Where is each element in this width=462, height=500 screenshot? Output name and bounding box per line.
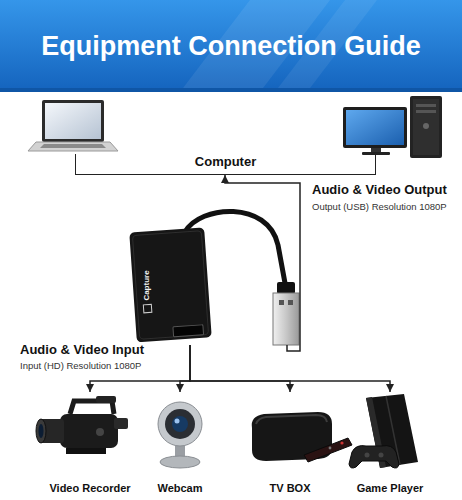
laptop-icon xyxy=(28,100,118,151)
resolution-note: Input (HD) Resolution 1080P xyxy=(20,360,141,372)
signal-connector xyxy=(180,345,190,392)
webcam-icon xyxy=(158,402,202,468)
port-heading: Audio & Video Output xyxy=(312,182,447,198)
label-holder: Audio & Video Input xyxy=(20,342,144,358)
signal-connector xyxy=(190,345,290,392)
device-label: Video Recorder xyxy=(49,482,130,495)
source-device: TV BOX xyxy=(245,392,335,498)
source-device: Webcam xyxy=(135,392,225,498)
port-heading: Audio & Video Input xyxy=(20,342,144,358)
signal-connector xyxy=(190,345,390,392)
title-banner xyxy=(0,0,462,92)
label-holder: Input (HD) Resolution 1080P xyxy=(20,360,141,372)
device-label: Game Player xyxy=(357,482,424,495)
capture-device: Capture xyxy=(128,205,306,345)
label-holder: Audio & Video Output xyxy=(312,182,447,198)
tv-box-icon xyxy=(252,412,352,462)
signal-connector xyxy=(225,175,300,351)
title-holder: Equipment Connection Guide xyxy=(0,0,462,92)
source-device: Video Recorder xyxy=(45,392,135,498)
computer-group: Computer xyxy=(75,154,376,175)
device-label: TV BOX xyxy=(270,482,311,495)
video-recorder-icon xyxy=(36,396,128,454)
group-label: Computer xyxy=(192,154,259,169)
label-holder: Output (USB) Resolution 1080P xyxy=(312,201,447,213)
device-label: Webcam xyxy=(157,482,202,495)
capture-device-icon xyxy=(129,211,299,345)
signal-connector xyxy=(90,345,190,392)
source-device: Game Player xyxy=(345,392,435,498)
resolution-note: Output (USB) Resolution 1080P xyxy=(312,201,447,213)
brand-logo: Capture xyxy=(142,270,151,300)
game-console-icon xyxy=(349,394,418,468)
desktop-icon xyxy=(343,96,442,158)
diagram-title: Equipment Connection Guide xyxy=(41,31,421,62)
